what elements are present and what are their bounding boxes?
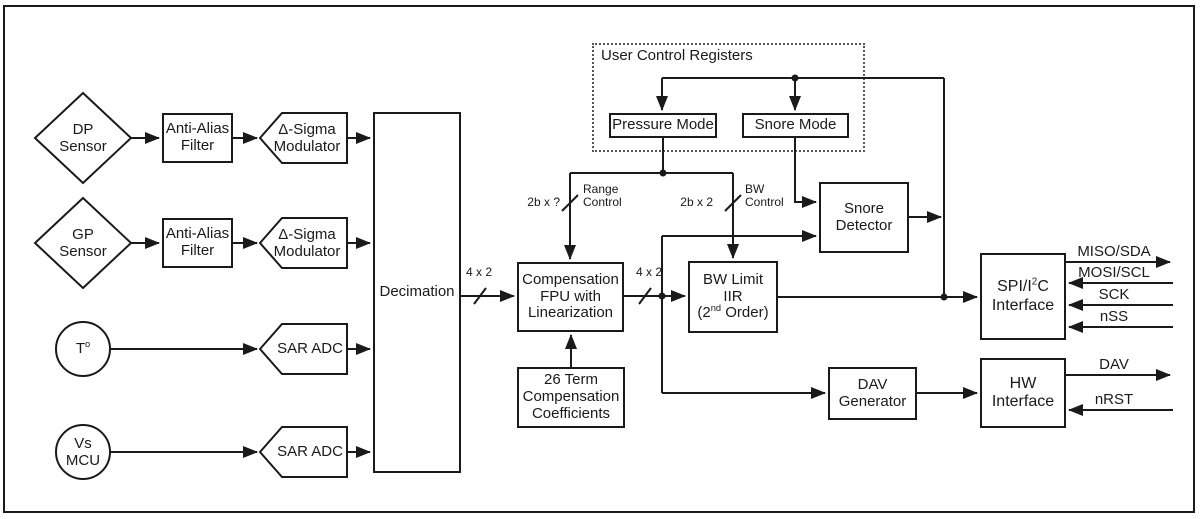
comp-fpu-line3: Linearization	[527, 304, 614, 322]
snore-detector-line1: Snore	[843, 199, 885, 217]
block-hw-interface: HW Interface	[980, 358, 1066, 428]
ds-mod2-line1: Δ-Sigma	[278, 225, 336, 243]
temp-sensor-text: To	[75, 339, 91, 358]
vs-mcu-line1: Vs	[74, 434, 92, 452]
block-bw-limit-iir: BW Limit IIR (2nd Order)	[688, 261, 778, 333]
block-dav-generator: DAV Generator	[828, 367, 917, 420]
block-pressure-mode: Pressure Mode	[609, 113, 717, 138]
decimation-label: Decimation	[379, 283, 455, 301]
wire-snoremode-to-snoredetector	[794, 137, 817, 208]
sar-adc-1-label: SAR ADC	[270, 340, 350, 358]
bw-iir-line3-pre: (2	[697, 304, 711, 322]
block-anti-alias-filter-2: Anti-Alias Filter	[162, 218, 233, 268]
pin-label-dav: DAV	[1099, 356, 1129, 373]
bw-iir-line2: IIR	[723, 287, 743, 305]
block-snore-mode: Snore Mode	[742, 113, 849, 138]
range-control-label: Range Control	[583, 182, 622, 210]
wires-main	[110, 77, 1173, 458]
junction-dot-pressure	[659, 169, 667, 177]
bus-slash-dec-fpu	[473, 287, 487, 305]
bus-label-dec-fpu: 4 x 2	[465, 265, 492, 279]
user-control-registers-group	[592, 43, 865, 152]
aa-filter2-line1: Anti-Alias	[165, 225, 230, 243]
spi-line2: Interface	[991, 296, 1055, 314]
aa-filter2-line2: Filter	[180, 242, 215, 259]
dp-sensor-label: DP Sensor	[43, 119, 123, 157]
junction-dot-data	[658, 292, 666, 300]
coeff-line3: Coefficients	[531, 404, 611, 422]
spi-line1: SPI/I2C	[997, 278, 1049, 296]
ds-mod1-line1: Δ-Sigma	[278, 120, 336, 138]
ds-modulator-2-label: Δ-Sigma Modulator	[267, 225, 347, 261]
bw-control-line2: Control	[745, 195, 784, 210]
sar-adc2-text: SAR ADC	[277, 443, 343, 461]
hw-line1: HW	[1009, 374, 1037, 392]
range-control-line1: Range	[583, 182, 619, 196]
vs-mcu-line2: MCU	[65, 452, 101, 469]
bw-control-label: BW Control	[745, 182, 784, 210]
coeff-line2: Compensation	[522, 388, 620, 406]
temp-sensor-base: T	[75, 340, 85, 358]
gp-sensor-line1: GP	[72, 225, 94, 243]
spi-line1-pre: SPI/I	[997, 278, 1032, 296]
pin-label-mosi-scl: MOSI/SCL	[1078, 264, 1150, 281]
bus-slash-range	[561, 194, 579, 212]
snore-mode-label: Snore Mode	[754, 116, 837, 134]
ds-mod2-line2: Modulator	[273, 243, 341, 260]
junction-dot-ucr	[791, 74, 799, 82]
temp-sensor-sup: o	[85, 339, 91, 350]
bus-slash-fpu-iir	[638, 287, 652, 305]
dav-generator-line2: Generator	[838, 392, 907, 410]
block-compensation-coefficients: 26 Term Compensation Coefficients	[517, 367, 625, 428]
pin-label-nss: nSS	[1099, 308, 1129, 325]
bus-label-range-bits: 2b x ?	[527, 195, 560, 209]
bw-iir-line1: BW Limit	[703, 270, 763, 288]
block-snore-detector: Snore Detector	[819, 182, 909, 253]
comp-fpu-line1: Compensation	[522, 270, 619, 288]
dp-sensor-line2: Sensor	[59, 138, 107, 155]
block-spi-i2c-interface: SPI/I2C Interface	[980, 253, 1066, 340]
sar-adc-2-label: SAR ADC	[270, 443, 350, 461]
junction-dot-spi	[940, 293, 948, 301]
bus-label-fpu-iir: 4 x 2	[635, 265, 662, 279]
snore-detector-line2: Detector	[835, 216, 893, 234]
gp-sensor-line2: Sensor	[59, 243, 107, 260]
bw-iir-line3: (2nd Order)	[697, 303, 769, 322]
vs-mcu-label: Vs MCU	[53, 434, 113, 470]
aa-filter1-line1: Anti-Alias	[165, 120, 230, 138]
range-control-line2: Control	[583, 195, 622, 210]
pin-label-miso-sda: MISO/SDA	[1077, 243, 1151, 260]
spi-line1-sup: 2	[1031, 277, 1038, 289]
pin-label-sck: SCK	[1098, 286, 1130, 303]
user-control-registers-label: User Control Registers	[601, 47, 753, 64]
dp-sensor-line1: DP	[72, 120, 94, 138]
junction-dots	[658, 74, 948, 301]
block-compensation-fpu: Compensation FPU with Linearization	[517, 262, 624, 332]
block-decimation: Decimation	[373, 112, 461, 473]
bw-iir-line3-post: Order)	[721, 304, 769, 322]
comp-fpu-line2: FPU with	[540, 287, 601, 305]
gp-sensor-label: GP Sensor	[43, 224, 123, 262]
hw-line2: Interface	[991, 393, 1055, 410]
bw-iir-line3-sup: nd	[710, 303, 722, 314]
block-anti-alias-filter-1: Anti-Alias Filter	[162, 113, 233, 163]
bus-slash-bw	[724, 194, 742, 212]
pressure-mode-label: Pressure Mode	[612, 116, 714, 134]
coeff-line1: 26 Term	[544, 371, 598, 389]
pin-label-nrst: nRST	[1094, 391, 1134, 408]
spi-line1-post: C	[1037, 278, 1049, 296]
aa-filter1-line2: Filter	[180, 137, 215, 154]
sar-adc1-text: SAR ADC	[277, 340, 343, 358]
figure-border	[3, 5, 1195, 513]
dav-generator-line1: DAV	[857, 375, 888, 393]
temp-sensor-label: To	[53, 339, 113, 359]
ds-modulator-1-label: Δ-Sigma Modulator	[267, 120, 347, 156]
bw-control-line1: BW	[745, 182, 765, 196]
bus-label-bw-bits: 2b x 2	[680, 195, 713, 209]
ds-mod1-line2: Modulator	[273, 138, 341, 155]
